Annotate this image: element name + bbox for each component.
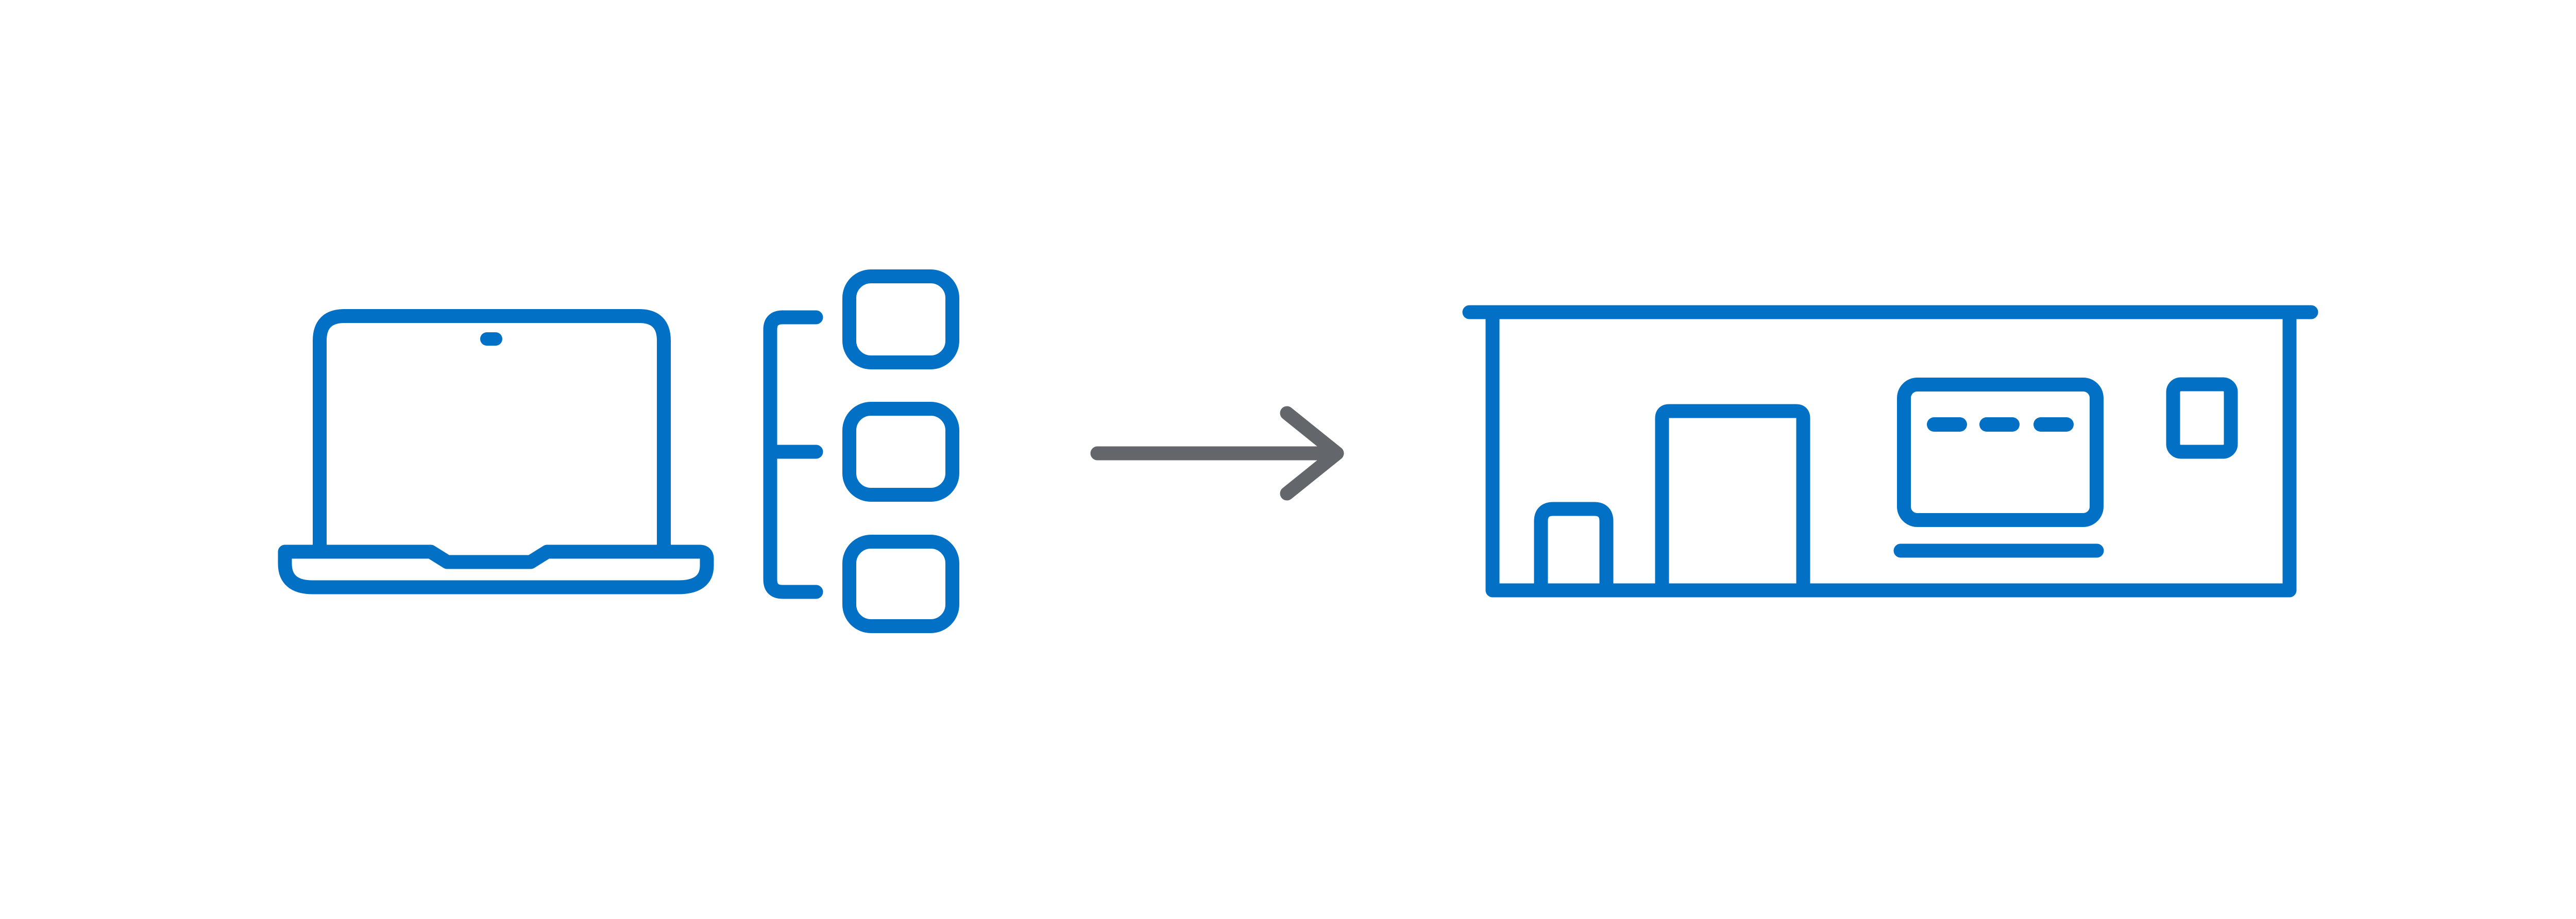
building-crate xyxy=(1534,502,1614,590)
building-door xyxy=(1655,404,1810,590)
building-window xyxy=(2166,377,2238,459)
building-sign-dashes xyxy=(1927,417,2074,432)
laptop-base xyxy=(278,544,714,594)
datacenter-building-icon xyxy=(1462,305,2318,598)
arrow-head xyxy=(1280,406,1344,501)
hierarchy-item-box-2 xyxy=(842,402,959,502)
laptop-camera-group xyxy=(480,332,502,346)
building-sign xyxy=(1897,378,2104,527)
hierarchy-item-box-1 xyxy=(842,269,959,369)
laptop-camera-dot xyxy=(480,332,502,346)
sign-dash-3 xyxy=(2033,417,2074,432)
laptop-lid xyxy=(313,309,671,559)
laptop-hierarchy-icon xyxy=(278,269,959,633)
hierarchy-item-box-3 xyxy=(842,535,959,633)
sign-dash-2 xyxy=(1979,417,2020,432)
building-walls-floor xyxy=(1485,316,2297,598)
sign-dash-1 xyxy=(1927,417,1967,432)
arrow-right-icon xyxy=(1090,406,1344,501)
